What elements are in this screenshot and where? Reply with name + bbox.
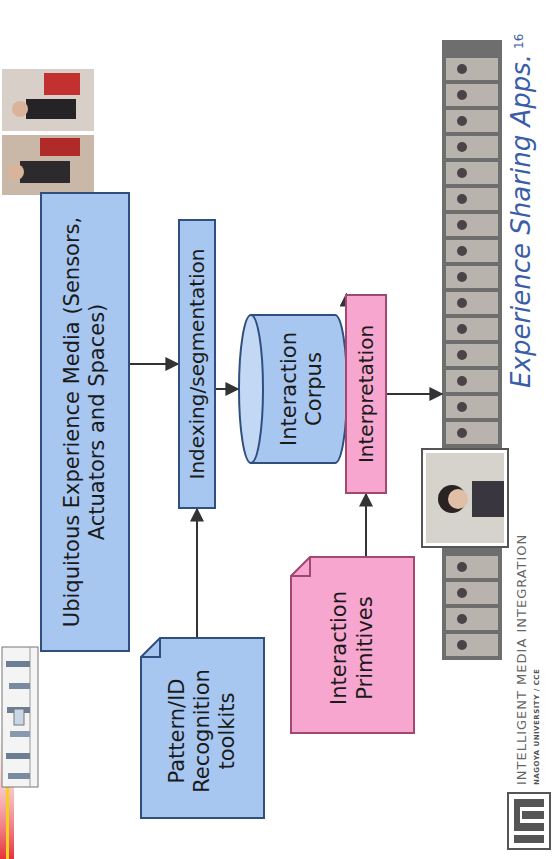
process-box: Indexing/segmentation [178,219,216,509]
corpus-cylinder: Interaction Corpus [238,314,348,464]
primitives-note: Interaction Primitives [290,556,415,734]
flow-arrow [196,509,198,637]
media-box: Ubiquitous Experience Media (Sensors, Ac… [40,192,130,652]
node-label: Ubiquitous Experience Media (Sensors, Ac… [60,208,110,636]
photos [2,69,94,195]
flow-arrow [365,494,367,556]
logo-subtext: NAGOYA UNIVERSITY / CCE [533,669,541,785]
node-label: Indexing/segmentation [185,233,209,495]
node-label: Interpretation [354,308,378,480]
flow-arrow [130,363,178,365]
accent-line [6,779,9,859]
photo-strip-box: Experience Sharing Apps. [442,40,502,660]
process-box: Interpretation [345,294,387,494]
flow-arrow [387,393,442,395]
photo-strip [422,40,508,660]
node-label: Pattern/ID Recognition toolkits [165,668,241,794]
room-illustration [2,647,38,787]
logo-text: INTELLIGENT MEDIA INTEGRATION [514,534,529,785]
node-label: Interaction Corpus [277,324,327,454]
flow-arrow [216,388,238,390]
logo [508,793,550,849]
page-number: 16 [512,34,526,49]
strip-caption: Experience Sharing Apps. [506,54,537,388]
toolkit-note: Pattern/ID Recognition toolkits [140,637,265,819]
node-label: Interaction Primitives [327,587,377,709]
